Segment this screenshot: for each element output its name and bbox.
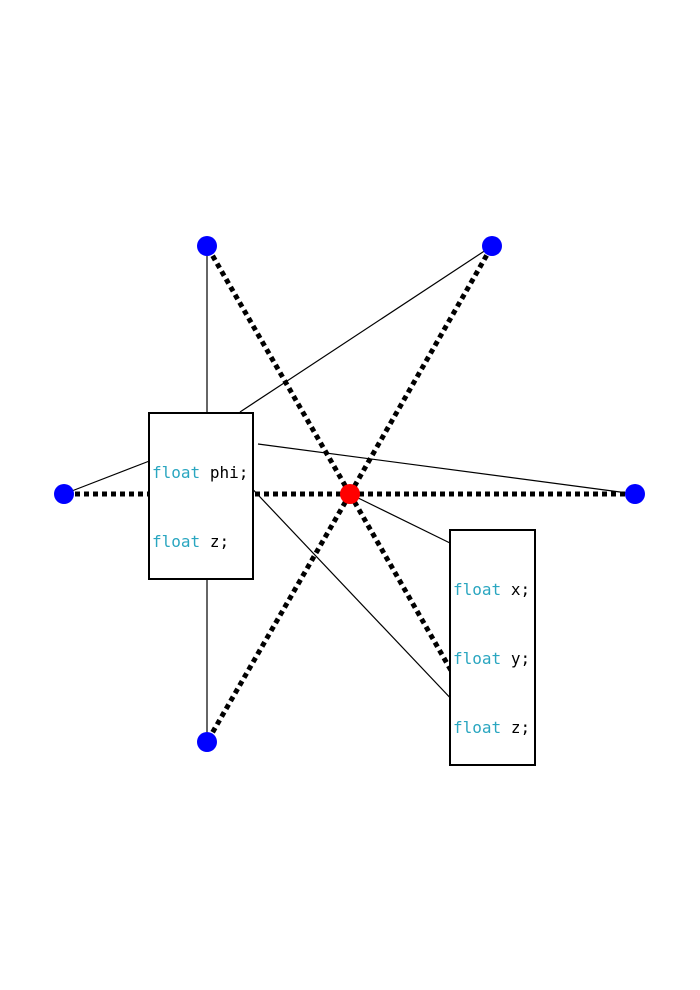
- variable-name: x;: [510, 580, 531, 599]
- nodes: [54, 236, 645, 752]
- code-line: float phi;: [152, 461, 248, 484]
- node-right: [625, 484, 645, 504]
- node-top-left: [197, 236, 217, 256]
- code-line: float x;: [453, 578, 530, 601]
- thin-edge-bottom-right: [224, 459, 493, 743]
- spoke-bottom-left: [204, 492, 353, 744]
- code-line: float y;: [453, 647, 530, 670]
- spoke-top-right: [347, 244, 495, 496]
- code-box-x-y-z: float x; float y; float z;: [449, 529, 537, 766]
- thin-edge-left: [63, 459, 153, 495]
- type-keyword: float: [453, 718, 502, 737]
- thin-edge-center-box: [349, 493, 453, 545]
- type-keyword: float: [453, 649, 502, 668]
- code-box-phi-z: float phi; float z;: [148, 412, 255, 580]
- thin-edge-right: [257, 443, 636, 495]
- variable-name: y;: [510, 649, 531, 668]
- node-left: [54, 484, 74, 504]
- type-keyword: float: [152, 463, 201, 482]
- code-line: float z;: [453, 716, 530, 739]
- variable-name: z;: [209, 532, 230, 551]
- type-keyword: float: [152, 532, 201, 551]
- variable-name: phi;: [209, 463, 249, 482]
- spoke-top-left: [204, 244, 353, 496]
- variable-name: z;: [510, 718, 531, 737]
- node-top-right: [482, 236, 502, 256]
- thin-edge-top-right: [239, 245, 493, 413]
- code-line: float z;: [152, 530, 248, 553]
- type-keyword: float: [453, 580, 502, 599]
- node-bottom-left: [197, 732, 217, 752]
- node-center: [340, 484, 360, 504]
